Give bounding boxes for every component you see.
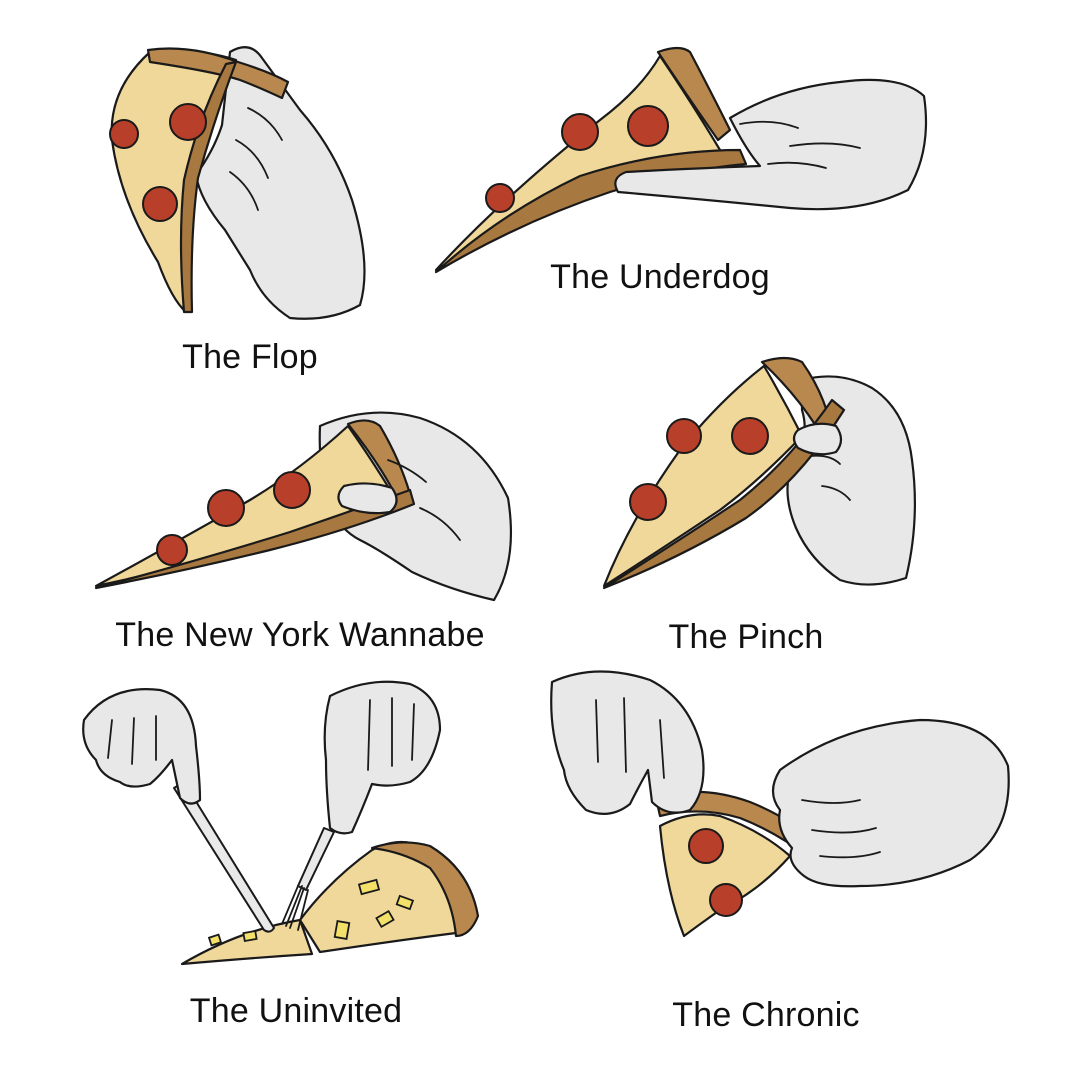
illustration-pinch: The Pinch (540, 340, 1080, 660)
label-underdog: The Underdog (550, 258, 770, 296)
illustration-uninvited: The Uninvited (0, 660, 540, 1040)
label-new-york-wannabe: The New York Wannabe (115, 616, 485, 654)
illustration-flop: The Flop (0, 0, 540, 376)
illustration-new-york-wannabe: The New York Wannabe (0, 390, 540, 660)
label-chronic: The Chronic (672, 996, 860, 1034)
illustration-chronic: The Chronic (540, 660, 1080, 1040)
label-pinch: The Pinch (668, 618, 824, 656)
illustration-underdog: The Underdog (434, 0, 1080, 310)
label-uninvited: The Uninvited (189, 992, 403, 1030)
label-flop: The Flop (182, 338, 318, 376)
